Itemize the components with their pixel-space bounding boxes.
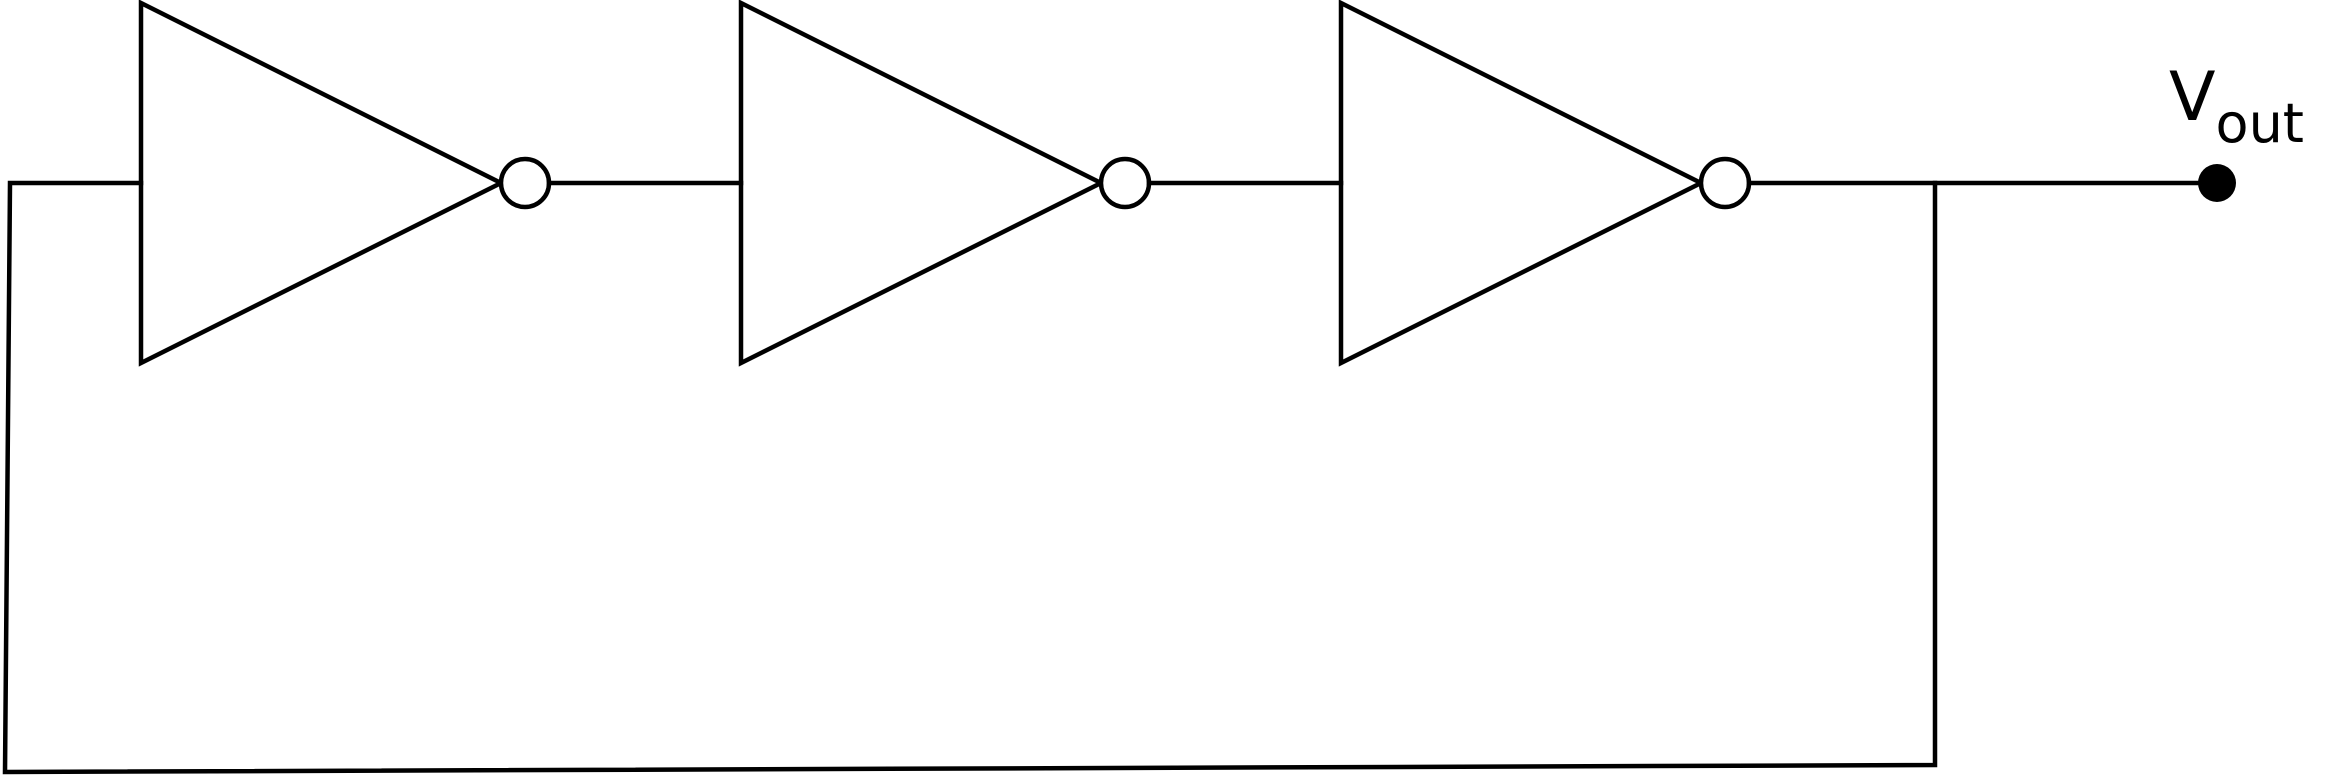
inverter-3-triangle: [1338, 0, 1707, 367]
output-label-subscript: out: [2216, 92, 2304, 155]
output-terminal-icon: [2198, 164, 2236, 202]
output-label: Vout: [2169, 58, 2304, 155]
feedback-wire: [2, 180, 1938, 775]
inverter-1: [138, 0, 552, 367]
inverter-1-triangle: [138, 0, 507, 367]
inverter-3: [1338, 0, 1752, 367]
inverter-1-bubble-icon: [498, 156, 552, 210]
inverter-2: [738, 0, 1152, 367]
inverter-3-bubble-icon: [1698, 156, 1752, 210]
inverter-2-bubble-icon: [1098, 156, 1152, 210]
output-label-main: V: [2169, 58, 2216, 137]
inverter-2-triangle: [738, 0, 1107, 367]
